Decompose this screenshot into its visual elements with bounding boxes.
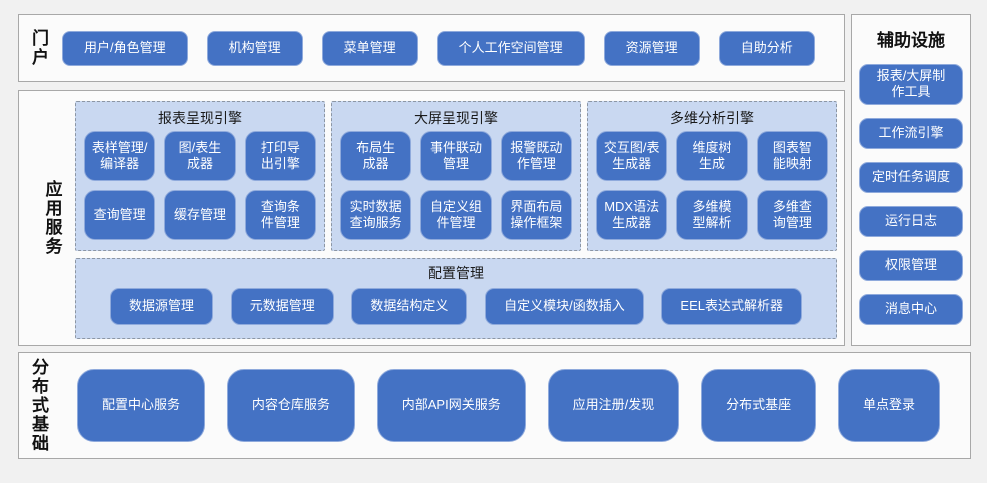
engine-button[interactable]: 查询条 件管理 — [244, 190, 316, 240]
auxiliary-items: 报表/大屏制 作工具 工作流引擎 定时任务调度 运行日志 权限管理 消息中心 — [859, 64, 963, 325]
auxiliary-section: 辅助设施 报表/大屏制 作工具 工作流引擎 定时任务调度 运行日志 权限管理 消… — [851, 14, 971, 346]
portal-button-resource[interactable]: 资源管理 — [603, 30, 700, 66]
engines-row: 报表呈现引擎 表样管理/ 编译器 图/表生 成器 打印导 出引擎 查询管理 缓存… — [75, 101, 837, 251]
aux-button-report-tool[interactable]: 报表/大屏制 作工具 — [859, 64, 963, 105]
portal-button-menu[interactable]: 菜单管理 — [321, 30, 418, 66]
infra-button-distributed-base[interactable]: 分布式基座 — [701, 369, 817, 442]
config-management-panel: 配置管理 数据源管理 元数据管理 数据结构定义 自定义模块/函数插入 EEL表达… — [75, 258, 837, 339]
infra-button-sso[interactable]: 单点登录 — [837, 369, 940, 442]
config-button-datasource[interactable]: 数据源管理 — [110, 288, 214, 325]
engine-button[interactable]: MDX语法 生成器 — [596, 190, 668, 240]
engine-button[interactable]: 布局生 成器 — [340, 131, 412, 181]
distributed-section: 分 布 式 基 础 配置中心服务 内容仓库服务 内部API网关服务 应用注册/发… — [18, 352, 971, 459]
portal-section: 门 户 用户/角色管理 机构管理 菜单管理 个人工作空间管理 资源管理 自助分析 — [18, 14, 845, 82]
engine-button[interactable]: 打印导 出引擎 — [244, 131, 316, 181]
infra-button-config-center[interactable]: 配置中心服务 — [77, 369, 206, 442]
report-engine-title: 报表呈现引擎 — [158, 110, 242, 126]
infra-button-api-gateway[interactable]: 内部API网关服务 — [376, 369, 526, 442]
aux-button-runlog[interactable]: 运行日志 — [859, 205, 963, 237]
olap-engine-grid: 交互图/表 生成器 维度树 生成 图表智 能映射 MDX语法 生成器 多维模 型… — [596, 131, 828, 240]
infra-button-app-registry[interactable]: 应用注册/发现 — [547, 369, 680, 442]
bigscreen-engine-grid: 布局生 成器 事件联动 管理 报警既动 作管理 实时数据 查询服务 自定义组 件… — [340, 131, 572, 240]
portal-button-workspace[interactable]: 个人工作空间管理 — [436, 30, 585, 66]
bigscreen-engine-title: 大屏呈现引擎 — [414, 110, 498, 126]
engine-button[interactable]: 事件联动 管理 — [420, 131, 492, 181]
report-engine-panel: 报表呈现引擎 表样管理/ 编译器 图/表生 成器 打印导 出引擎 查询管理 缓存… — [75, 101, 325, 251]
olap-engine-title: 多维分析引擎 — [670, 110, 754, 126]
aux-button-permission[interactable]: 权限管理 — [859, 249, 963, 281]
portal-button-org[interactable]: 机构管理 — [206, 30, 303, 66]
aux-button-message-center[interactable]: 消息中心 — [859, 293, 963, 325]
aux-button-workflow[interactable]: 工作流引擎 — [859, 117, 963, 149]
aux-button-scheduler[interactable]: 定时任务调度 — [859, 161, 963, 193]
portal-items: 用户/角色管理 机构管理 菜单管理 个人工作空间管理 资源管理 自助分析 — [62, 30, 844, 66]
engine-button[interactable]: 表样管理/ 编译器 — [84, 131, 156, 181]
bigscreen-engine-panel: 大屏呈现引擎 布局生 成器 事件联动 管理 报警既动 作管理 实时数据 查询服务… — [331, 101, 581, 251]
engine-button[interactable]: 图表智 能映射 — [756, 131, 828, 181]
engine-button[interactable]: 报警既动 作管理 — [500, 131, 572, 181]
engine-button[interactable]: 自定义组 件管理 — [420, 190, 492, 240]
config-button-metadata[interactable]: 元数据管理 — [230, 288, 334, 325]
config-management-row: 数据源管理 元数据管理 数据结构定义 自定义模块/函数插入 EEL表达式解析器 — [110, 288, 802, 325]
app-services-label: 应 用 服 务 — [45, 180, 63, 256]
engine-button[interactable]: 缓存管理 — [164, 190, 236, 240]
engine-button[interactable]: 界面布局 操作框架 — [500, 190, 572, 240]
infra-button-content-repo[interactable]: 内容仓库服务 — [226, 369, 355, 442]
portal-label: 门 户 — [32, 29, 49, 67]
portal-button-user-role[interactable]: 用户/角色管理 — [62, 30, 188, 66]
app-services-section: 应 用 服 务 报表呈现引擎 表样管理/ 编译器 图/表生 成器 打印导 出引擎… — [18, 90, 845, 346]
engine-button[interactable]: 交互图/表 生成器 — [596, 131, 668, 181]
portal-button-selfservice[interactable]: 自助分析 — [718, 30, 815, 66]
engine-button[interactable]: 图/表生 成器 — [164, 131, 236, 181]
engine-button[interactable]: 维度树 生成 — [676, 131, 748, 181]
engine-button[interactable]: 多维查 询管理 — [756, 190, 828, 240]
config-button-eel-parser[interactable]: EEL表达式解析器 — [661, 288, 802, 325]
config-button-datastructure[interactable]: 数据结构定义 — [351, 288, 468, 325]
config-management-title: 配置管理 — [428, 265, 484, 281]
report-engine-grid: 表样管理/ 编译器 图/表生 成器 打印导 出引擎 查询管理 缓存管理 查询条 … — [84, 131, 316, 240]
engine-button[interactable]: 实时数据 查询服务 — [340, 190, 412, 240]
engine-button[interactable]: 多维模 型解析 — [676, 190, 748, 240]
engine-button[interactable]: 查询管理 — [84, 190, 156, 240]
distributed-label: 分 布 式 基 础 — [32, 358, 49, 453]
distributed-items: 配置中心服务 内容仓库服务 内部API网关服务 应用注册/发现 分布式基座 单点… — [61, 369, 970, 442]
config-button-custom-module[interactable]: 自定义模块/函数插入 — [485, 288, 644, 325]
olap-engine-panel: 多维分析引擎 交互图/表 生成器 维度树 生成 图表智 能映射 MDX语法 生成… — [587, 101, 837, 251]
auxiliary-title: 辅助设施 — [877, 31, 945, 50]
